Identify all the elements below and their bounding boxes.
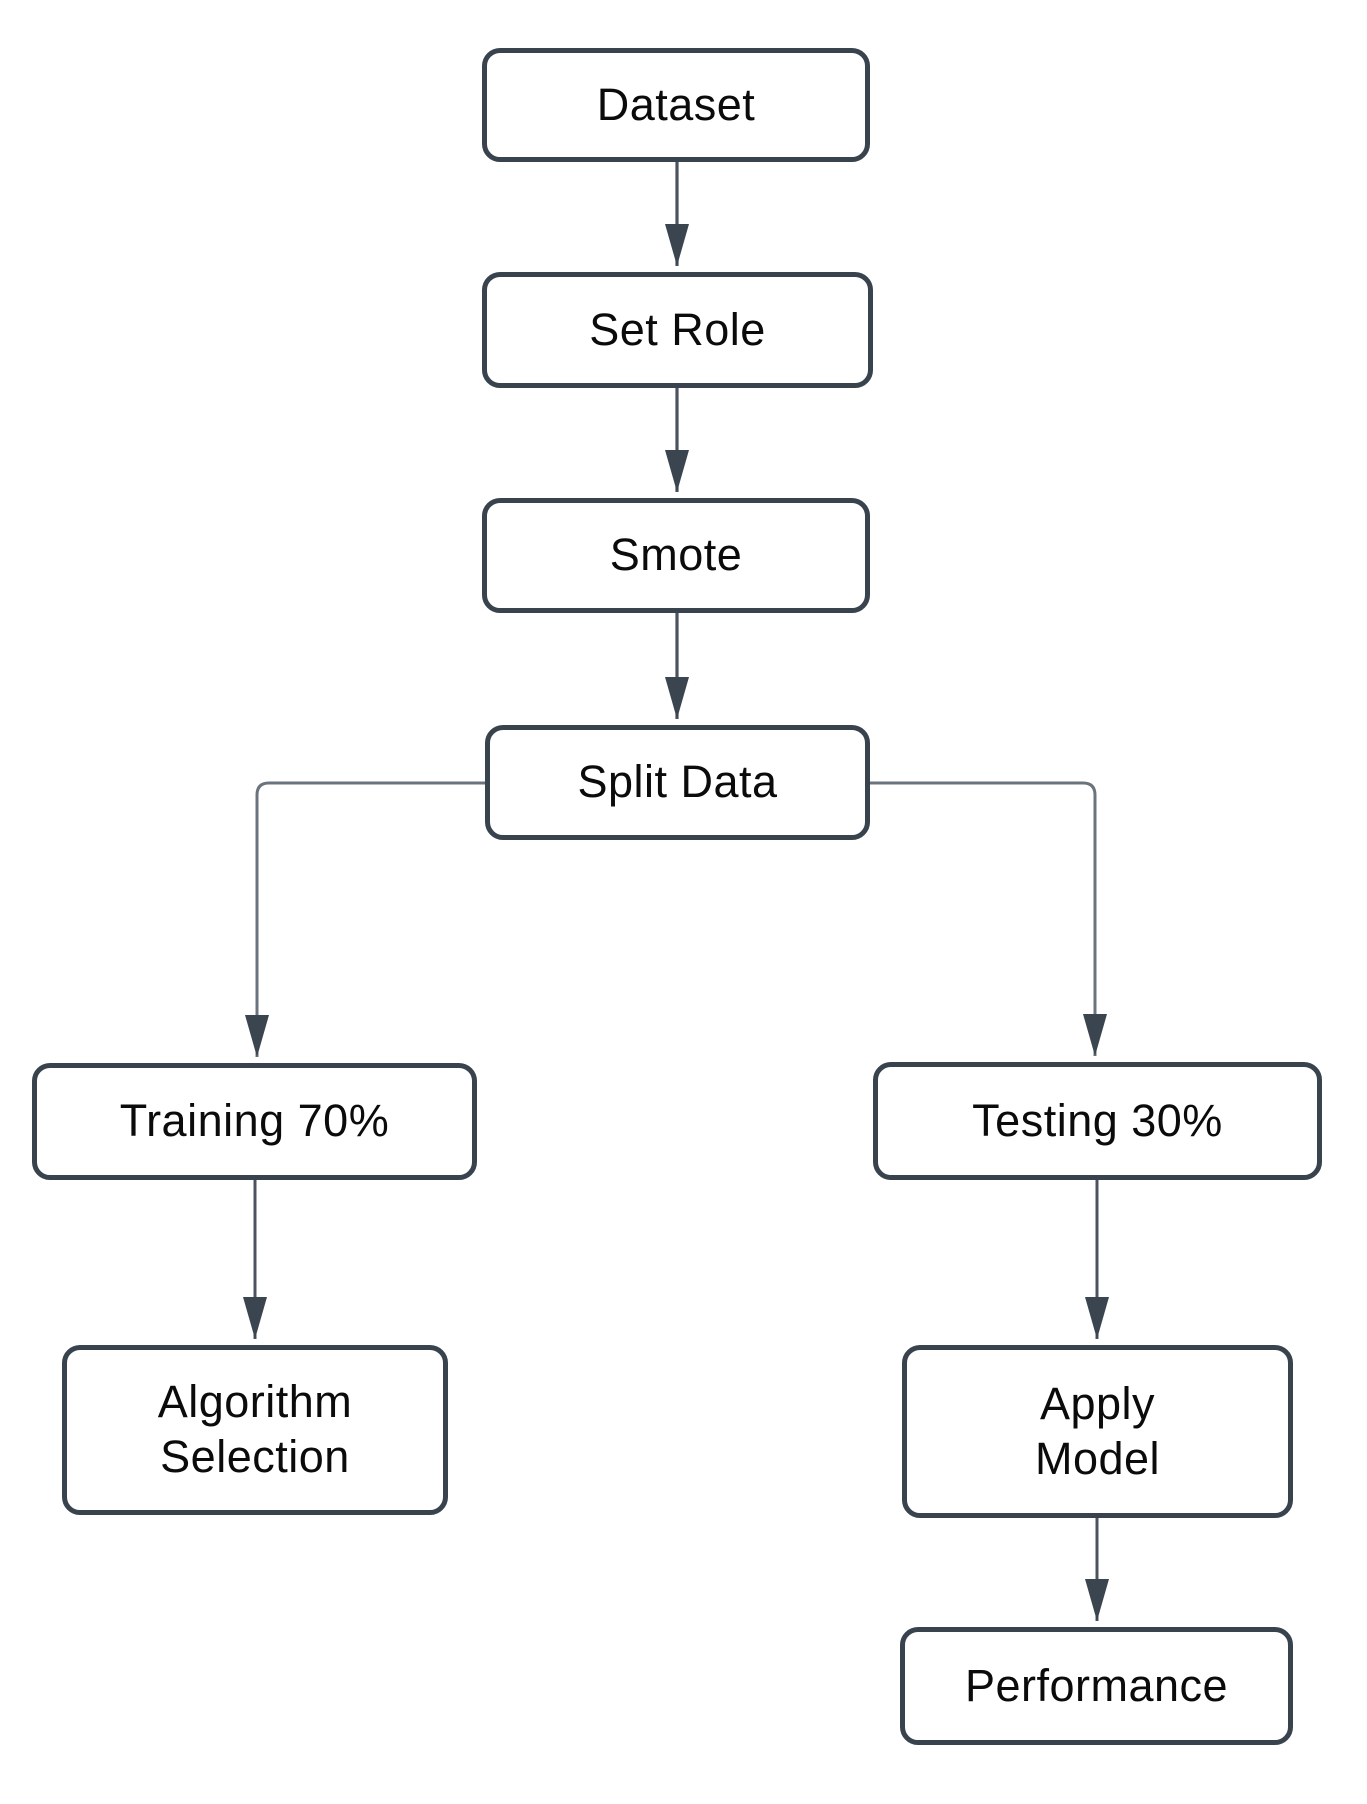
node-split-data: Split Data	[485, 725, 870, 840]
node-smote-label: Smote	[609, 529, 743, 581]
node-dataset-label: Dataset	[596, 78, 756, 130]
node-testing-30: Testing 30%	[873, 1062, 1322, 1180]
node-apply-model: Apply Model	[902, 1345, 1293, 1518]
node-algorithm-selection-label: Algorithm Selection	[157, 1376, 353, 1482]
edge-splitdata-testing	[870, 781, 1107, 1056]
node-algorithm-selection: Algorithm Selection	[62, 1345, 448, 1515]
node-training-70-label: Training 70%	[119, 1095, 390, 1147]
node-set-role-label: Set Role	[589, 303, 766, 355]
node-apply-model-label: Apply Model	[1034, 1377, 1161, 1484]
node-split-data-label: Split Data	[577, 756, 778, 808]
node-testing-30-label: Testing 30%	[972, 1094, 1223, 1146]
node-performance-label: Performance	[964, 1659, 1229, 1711]
node-training-70: Training 70%	[32, 1063, 477, 1180]
node-smote: Smote	[482, 498, 870, 613]
node-set-role: Set Role	[482, 272, 873, 388]
node-dataset: Dataset	[482, 48, 870, 162]
node-performance: Performance	[900, 1627, 1293, 1745]
edge-splitdata-training	[245, 781, 485, 1057]
